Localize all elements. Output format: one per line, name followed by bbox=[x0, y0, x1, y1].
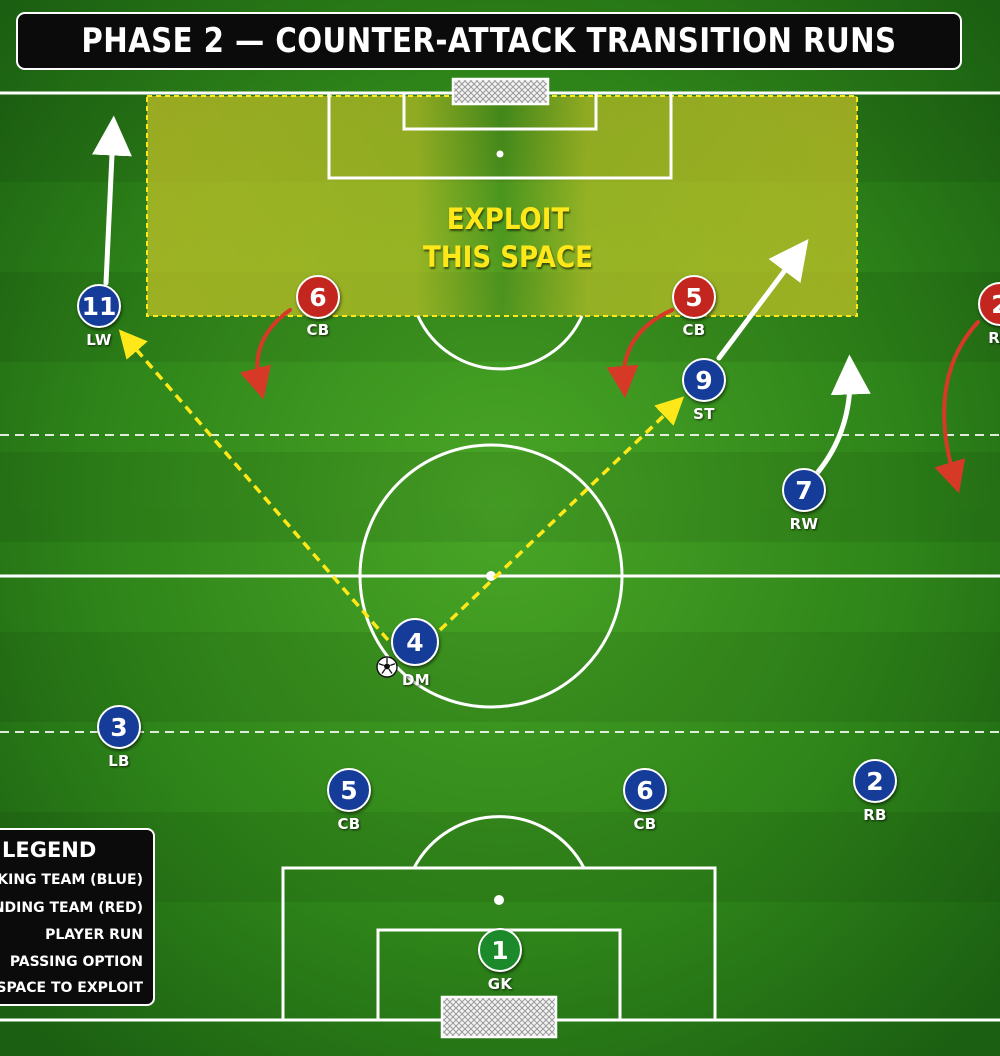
exploit-zone-label: EXPLOIT THIS SPACE bbox=[388, 200, 628, 276]
legend-item-passing-option: PASSING OPTION bbox=[9, 954, 143, 970]
attacker-lb[interactable]: 3 bbox=[97, 705, 141, 749]
goalkeeper[interactable]: 1 bbox=[478, 928, 522, 972]
player-runs bbox=[91, 115, 871, 475]
pass-to-st bbox=[438, 396, 685, 632]
zone-label-line1: EXPLOIT bbox=[446, 202, 570, 236]
attacker-dm-role: DM bbox=[402, 671, 430, 689]
center-spot bbox=[486, 571, 496, 581]
top-goal-net bbox=[451, 77, 550, 106]
top-penalty-spot bbox=[496, 150, 504, 158]
title-banner: PHASE 2 — COUNTER-ATTACK TRANSITION RUNS bbox=[16, 12, 962, 70]
legend-item-attacking: ATTACKING TEAM (BLUE) bbox=[0, 872, 143, 888]
defender-runs bbox=[239, 308, 980, 494]
rw-run-arrow bbox=[815, 354, 871, 475]
attacker-lw[interactable]: 11 bbox=[77, 284, 121, 328]
legend-panel: LEGEND ATTACKING TEAM (BLUE) DEFENDING T… bbox=[0, 828, 155, 1006]
attacker-rw[interactable]: 7 bbox=[782, 468, 826, 512]
bottom-goal-net bbox=[440, 995, 558, 1039]
defender-cb-5-role: CB bbox=[682, 321, 706, 339]
attacker-cb-5[interactable]: 5 bbox=[327, 768, 371, 812]
pitch-lines bbox=[0, 91, 1000, 1022]
attacker-dm[interactable]: 4 bbox=[391, 618, 439, 666]
attacker-rb[interactable]: 2 bbox=[853, 759, 897, 803]
bottom-penalty-spot bbox=[494, 895, 504, 905]
pass-to-lw bbox=[118, 329, 390, 642]
attacker-rw-role: RW bbox=[789, 515, 819, 533]
legend-title: LEGEND bbox=[2, 838, 97, 862]
rb2-recovery-arrow bbox=[934, 320, 980, 494]
goalkeeper-role: GK bbox=[487, 975, 513, 993]
legend-item-defending: DEFENDING TEAM (RED) bbox=[0, 900, 143, 916]
center-circle bbox=[358, 443, 624, 709]
attacker-lb-role: LB bbox=[108, 752, 130, 770]
attacker-cb-5-role: CB bbox=[337, 815, 361, 833]
defender-cb-6[interactable]: 6 bbox=[296, 275, 340, 319]
st-run-arrow bbox=[716, 239, 809, 361]
zone-label-line2: THIS SPACE bbox=[423, 240, 593, 274]
top-penalty-arc bbox=[416, 315, 584, 371]
bottom-penalty-arc bbox=[412, 815, 586, 869]
attacker-rb-role: RB bbox=[863, 806, 887, 824]
soccer-ball-icon bbox=[376, 656, 398, 678]
attacker-cb-6[interactable]: 6 bbox=[623, 768, 667, 812]
lw-run-arrow bbox=[91, 115, 132, 286]
legend-item-player-run: PLAYER RUN bbox=[45, 927, 143, 943]
attacker-st-role: ST bbox=[693, 405, 715, 423]
legend-item-space: SPACE TO EXPLOIT bbox=[0, 980, 143, 996]
attacker-lw-role: LW bbox=[86, 331, 112, 349]
passing-options bbox=[118, 329, 685, 642]
cb5-recovery-arrow bbox=[606, 308, 674, 398]
attacker-st[interactable]: 9 bbox=[682, 358, 726, 402]
page-title: PHASE 2 — COUNTER-ATTACK TRANSITION RUNS bbox=[81, 21, 897, 61]
cb6-recovery-arrow bbox=[239, 308, 292, 400]
defender-cb-5[interactable]: 5 bbox=[672, 275, 716, 319]
defender-rb-2-role: RB bbox=[988, 329, 1000, 347]
defender-cb-6-role: CB bbox=[306, 321, 330, 339]
attacker-cb-6-role: CB bbox=[633, 815, 657, 833]
third-lines bbox=[0, 434, 1000, 733]
